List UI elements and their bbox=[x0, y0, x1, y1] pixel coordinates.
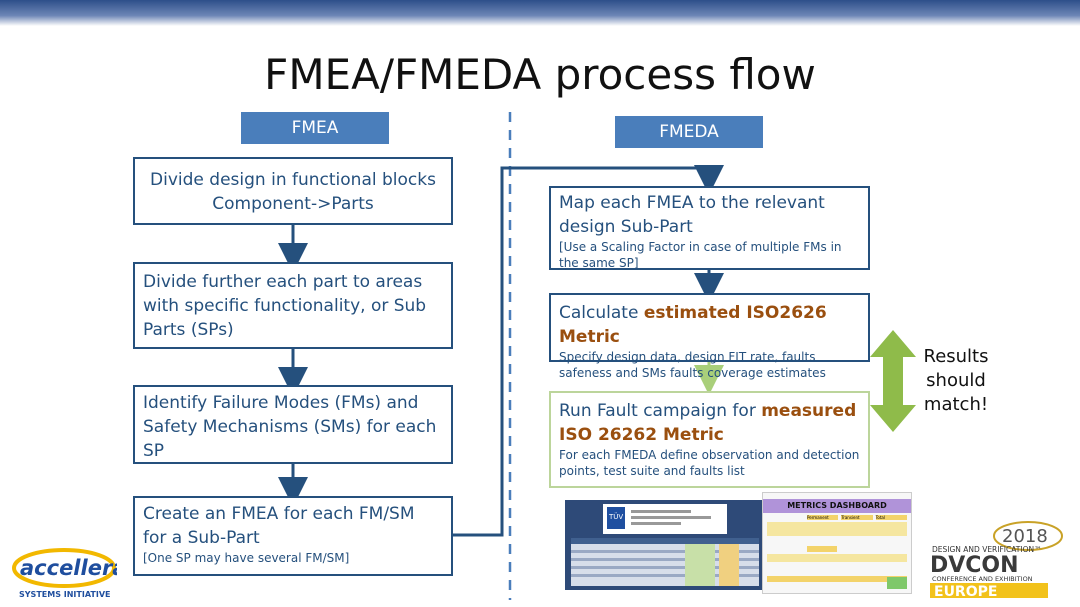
metrics-dashboard-thumbnail: METRICS DASHBOARD Permanent Transient To… bbox=[762, 492, 912, 594]
dashboard-col-transient: Transient bbox=[841, 515, 873, 520]
fmeda-step-2-bold: estimated ISO2626 Metric bbox=[559, 303, 827, 347]
top-banner bbox=[0, 0, 1080, 26]
fmea-step-2-text: Divide further each part to areas with s… bbox=[143, 272, 427, 340]
accellera-subtitle: SYSTEMS INITIATIVE bbox=[19, 590, 111, 599]
results-text: Results should match! bbox=[923, 346, 989, 415]
fmea-step-2: Divide further each part to areas with s… bbox=[133, 262, 453, 349]
fmeda-step-1: Map each FMEA to the relevant design Sub… bbox=[549, 186, 870, 270]
fmeda-step-1-text: Map each FMEA to the relevant design Sub… bbox=[559, 193, 825, 237]
accellera-wordmark: accellera bbox=[20, 556, 117, 580]
dvcon-emblem: 2018 DESIGN AND VERIFICATION™ DVCON CONF… bbox=[930, 521, 1063, 600]
fmeda-step-3-note: For each FMEDA define observation and de… bbox=[559, 448, 860, 478]
dashboard-title: METRICS DASHBOARD bbox=[763, 499, 911, 513]
accellera-swoosh-icon: accellera SYSTEMS INITIATIVE bbox=[12, 548, 126, 599]
fmea-step-4-note: [One SP may have several FM/SM] bbox=[143, 551, 350, 565]
fmea-step-3: Identify Failure Modes (FMs) and Safety … bbox=[133, 385, 453, 464]
slide-title: FMEA/FMEDA process flow bbox=[264, 50, 816, 99]
dvcon-region: EUROPE bbox=[934, 584, 997, 600]
fmeda-step-3-bold-a: measured bbox=[761, 401, 857, 421]
tuv-badge: TÜV bbox=[608, 512, 623, 521]
dashboard-col-total: Total bbox=[875, 515, 907, 520]
dvcon-tagline: DESIGN AND VERIFICATION™ bbox=[932, 545, 1042, 554]
fmeda-step-3-bold-b: ISO 26262 Metric bbox=[559, 425, 724, 445]
dvcon-logo: 2018 DESIGN AND VERIFICATION™ DVCON CONF… bbox=[930, 518, 1070, 604]
dvcon-conference: CONFERENCE AND EXHIBITION bbox=[932, 575, 1033, 583]
accellera-logo: accellera SYSTEMS INITIATIVE bbox=[12, 546, 126, 604]
dvcon-name: DVCON bbox=[930, 553, 1019, 578]
dvcon-year: 2018 bbox=[1002, 526, 1048, 547]
fmeda-step-2: Calculate estimated ISO2626 Metric Speci… bbox=[549, 293, 870, 380]
results-double-arrow bbox=[870, 330, 916, 432]
fmeda-step-1-note: [Use a Scaling Factor in case of multipl… bbox=[559, 240, 842, 270]
fmeda-step-3-text: Run Fault campaign for bbox=[559, 401, 762, 421]
fmea-step-1-text: Divide design in functional blocks Compo… bbox=[150, 170, 436, 214]
dashboard-col-permanent: Permanent bbox=[807, 515, 839, 520]
fmeda-step-2-note: Specify design data, design FIT rate, fa… bbox=[559, 350, 826, 380]
arrow-fmea-to-fmeda bbox=[452, 165, 724, 537]
fmea-header: FMEA bbox=[241, 112, 389, 144]
fmeda-header: FMEDA bbox=[615, 116, 763, 148]
fmea-step-4-text: Create an FMEA for each FM/SM for a Sub-… bbox=[143, 504, 415, 548]
fmeda-report-thumbnail: TÜV bbox=[565, 500, 765, 590]
fmeda-step-2-text: Calculate bbox=[559, 303, 644, 323]
fmea-step-3-text: Identify Failure Modes (FMs) and Safety … bbox=[143, 393, 437, 461]
fmea-step-4: Create an FMEA for each FM/SM for a Sub-… bbox=[133, 496, 453, 576]
fmea-step-1: Divide design in functional blocks Compo… bbox=[133, 157, 453, 225]
